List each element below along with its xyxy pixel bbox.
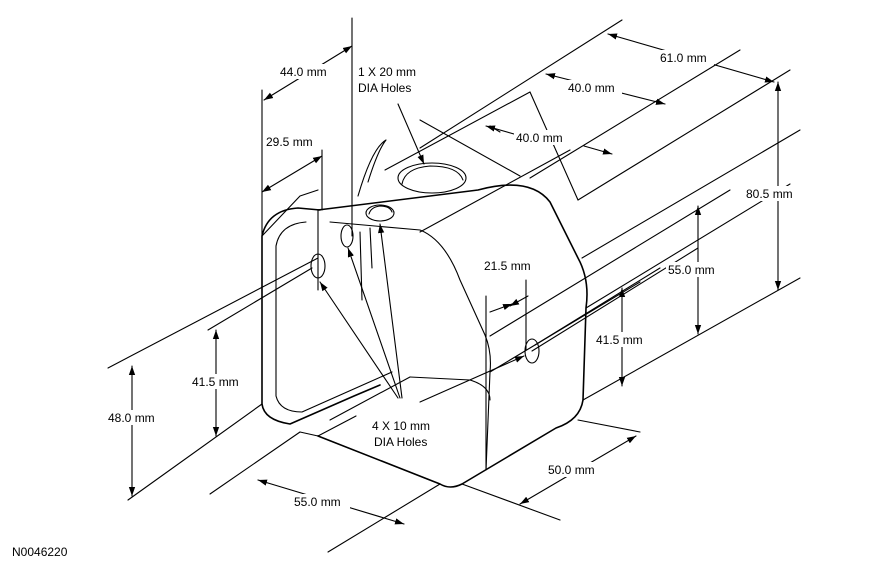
label-41-5-right: 41.5 mm (596, 333, 643, 347)
extension-lines (107, 17, 801, 553)
dim-40-lower-a (485, 125, 515, 135)
dimension-lines (128, 33, 782, 525)
leader-hole-4 (419, 355, 525, 403)
dim-21-5-a (489, 303, 513, 313)
bracket-body (261, 91, 588, 488)
callout-leaders (319, 103, 525, 403)
callout-small-holes-line1: 4 X 10 mm (372, 419, 430, 433)
label-29-5: 29.5 mm (266, 135, 313, 149)
callout-large-hole-line1: 1 X 20 mm (358, 65, 416, 79)
dim-29-5 (261, 155, 323, 193)
large-hole (397, 162, 467, 194)
leader-hole-3 (378, 223, 403, 399)
label-80-5: 80.5 mm (746, 187, 793, 201)
bottom-lip (317, 376, 441, 485)
diagram-code: N0046220 (12, 545, 68, 559)
label-44: 44.0 mm (280, 65, 327, 79)
leader-hole-1 (319, 281, 399, 399)
rear-tab (357, 139, 387, 197)
dim-21-5-b (509, 295, 529, 307)
right-panel-outline (317, 184, 588, 488)
label-41-5-left: 41.5 mm (192, 375, 239, 389)
left-hole-upper (340, 224, 354, 248)
callout-large-hole-line2: DIA Holes (358, 81, 411, 95)
left-panel-inner (275, 221, 393, 413)
right-panel-inner-edge (329, 221, 491, 471)
callout-small-holes-line2: DIA Holes (374, 435, 427, 449)
label-40-lower: 40.0 mm (516, 131, 563, 145)
dim-40-lower-b (583, 145, 613, 155)
label-50: 50.0 mm (548, 463, 595, 477)
top-small-hole (365, 204, 395, 222)
top-face-edge (384, 91, 579, 233)
label-55-bottom: 55.0 mm (294, 495, 341, 509)
leader-hole-2 (347, 247, 401, 399)
label-21-5: 21.5 mm (484, 259, 531, 273)
labels: 61.0 mm 40.0 mm 40.0 mm 80.5 mm 55.0 mm … (12, 50, 802, 559)
left-panel-outline (261, 207, 381, 425)
label-61: 61.0 mm (660, 51, 707, 65)
leader-large-hole (397, 103, 425, 165)
label-48: 48.0 mm (108, 411, 155, 425)
label-40-upper: 40.0 mm (568, 81, 615, 95)
label-55-vert: 55.0 mm (668, 263, 715, 277)
